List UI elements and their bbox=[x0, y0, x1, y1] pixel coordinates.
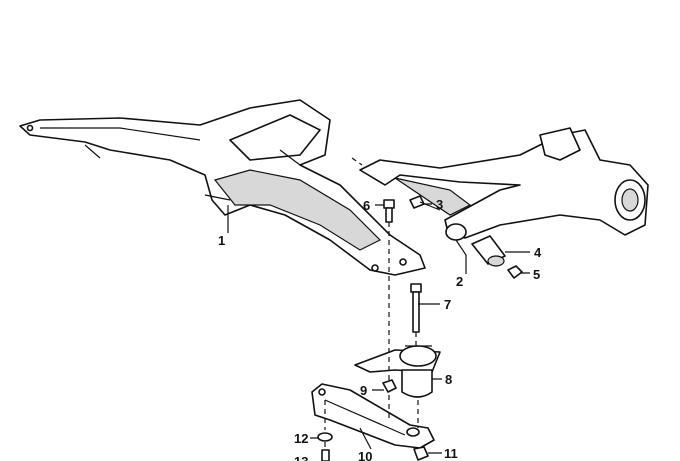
assembly-line bbox=[351, 157, 363, 166]
rubber-mount-part-8 bbox=[354, 345, 441, 398]
callout-7: 7 bbox=[444, 297, 451, 312]
callout-2: 2 bbox=[456, 274, 463, 289]
callout-12: 12 bbox=[294, 431, 308, 446]
nut-part-9 bbox=[382, 379, 397, 393]
callout-10: 10 bbox=[358, 449, 372, 461]
callout-3: 3 bbox=[436, 197, 443, 212]
crossmember-part-1 bbox=[19, 99, 426, 276]
callout-1: 1 bbox=[218, 233, 225, 248]
callout-9: 9 bbox=[360, 383, 367, 398]
callout-4: 4 bbox=[534, 245, 542, 260]
trailing-arm-part-2 bbox=[359, 127, 649, 241]
bushing-part-4 bbox=[471, 235, 506, 267]
washer-part-12 bbox=[317, 432, 333, 442]
callout-5: 5 bbox=[533, 267, 540, 282]
nut-part-5 bbox=[507, 265, 523, 279]
bolt-part-13 bbox=[321, 449, 330, 461]
callout-13: 13 bbox=[294, 454, 308, 461]
nut-part-11 bbox=[413, 446, 429, 461]
callout-8: 8 bbox=[445, 372, 452, 387]
leader-lines bbox=[227, 203, 530, 454]
bolt-part-6 bbox=[383, 199, 395, 223]
callout-6: 6 bbox=[363, 198, 370, 213]
assembly-line bbox=[324, 332, 419, 450]
stud-part-7 bbox=[410, 283, 422, 333]
callout-11: 11 bbox=[444, 446, 458, 461]
